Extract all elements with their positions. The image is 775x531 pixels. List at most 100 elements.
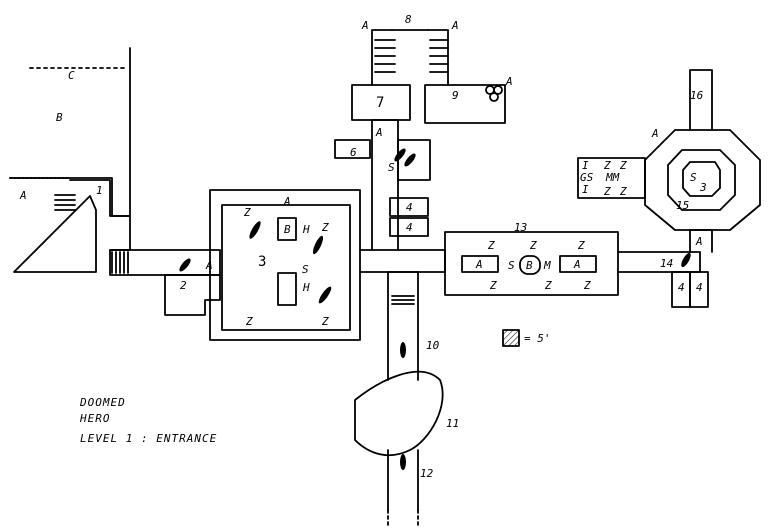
label-room-8: 8 [405, 13, 412, 26]
label-h3b: H [303, 281, 310, 294]
label-room-10: 10 [426, 339, 440, 352]
label-room-1: 1 [96, 184, 103, 197]
pillar-13b [559, 255, 597, 273]
hero-figure-5b [404, 153, 416, 167]
label-a8l: A [362, 19, 369, 32]
label-room-13: 13 [514, 221, 528, 234]
room-13 [444, 231, 619, 296]
stairs-1-2 [111, 251, 129, 274]
label-z13c: Z [578, 239, 585, 252]
room-3-outer [209, 189, 361, 341]
room-9 [424, 84, 506, 124]
label-b3: B [284, 223, 291, 236]
label-s3: S [690, 171, 697, 184]
title-line-2: HERO [80, 412, 111, 425]
stairs-south [391, 295, 415, 305]
hero-figure-3a [249, 221, 261, 239]
label-room-11: 11 [446, 417, 460, 430]
pillar-b [277, 217, 297, 241]
corridor-3-7 [371, 119, 399, 251]
label-room-15: 15 [676, 199, 690, 212]
label-room-14: 14 [660, 257, 674, 270]
label-i2: I [582, 183, 589, 196]
room-7 [351, 84, 411, 121]
corridor-13-14 [617, 251, 701, 273]
room-14-4b [689, 271, 709, 308]
pillar-13a [461, 255, 499, 273]
label-room-7: 7 [376, 95, 385, 111]
label-14-4a: 4 [678, 281, 685, 294]
label-room-3b: 3 [700, 181, 707, 194]
label-a-outside: A [20, 189, 27, 202]
label-b: B [56, 111, 63, 124]
label-z13d: Z [490, 279, 497, 292]
label-room-16: 16 [690, 89, 704, 102]
label-s13: S [508, 259, 515, 272]
label-z3a: Z [244, 206, 251, 219]
corridor-16 [689, 69, 713, 131]
label-i1: I [582, 159, 589, 172]
label-s3b: S [302, 263, 309, 276]
pillar-h [277, 272, 297, 306]
label-14-4b: 4 [696, 281, 703, 294]
corridor-south [387, 271, 419, 381]
label-a7: A [376, 126, 383, 139]
label-z15b: Z [620, 159, 627, 172]
label-z15c: Z [604, 185, 611, 198]
octagon-inner [667, 149, 736, 211]
corridor-15-14 [689, 229, 713, 253]
stair-8-right [427, 29, 449, 86]
scale-legend: = 5' [524, 332, 551, 345]
room-4b [389, 217, 429, 237]
room-gs [577, 157, 646, 199]
label-a13a: A [476, 258, 483, 271]
label-a-entry: A [206, 259, 213, 272]
room-5 [397, 139, 431, 181]
label-room-6: 6 [350, 146, 357, 159]
label-a9: A [506, 75, 513, 88]
hero-figure-3c [318, 286, 332, 304]
corridor-3-13 [359, 249, 446, 273]
label-mm: MM [606, 171, 620, 184]
scale-swatch [502, 329, 520, 347]
title-line-1: DOOMED [80, 396, 126, 409]
label-a-oct: A [652, 127, 659, 140]
ramp [13, 195, 97, 273]
label-z3c: Z [246, 315, 253, 328]
label-z15d: Z [620, 185, 627, 198]
label-a8r: A [452, 19, 459, 32]
corridor-end [387, 509, 419, 526]
hero-figure-5a [394, 148, 406, 162]
hero-figure-12 [400, 454, 406, 470]
label-m13: M [544, 259, 551, 272]
stair-8-hatch [374, 39, 449, 73]
corridor-1-2 [109, 249, 221, 276]
title-line-3: LEVEL 1 : ENTRANCE [80, 432, 218, 445]
hero-figure-2 [179, 258, 191, 272]
label-s5: S [388, 161, 395, 174]
label-c: C [68, 69, 75, 82]
corridor-south-2 [387, 449, 419, 511]
label-z3d: Z [322, 315, 329, 328]
room-3-inner [221, 204, 351, 331]
label-gs: GS [580, 171, 594, 184]
room-4a [389, 197, 429, 217]
label-h3a: H [303, 223, 310, 236]
label-z13e: Z [545, 279, 552, 292]
hero-figure-10 [400, 342, 406, 358]
entry-stairs [54, 194, 76, 211]
label-a3: A [284, 195, 291, 208]
label-room-4b: 4 [406, 221, 413, 234]
label-room-4a: 4 [406, 201, 413, 214]
stair-8-left [371, 29, 393, 86]
label-z13b: Z [530, 239, 537, 252]
label-a14: A [696, 235, 703, 248]
label-room-2: 2 [180, 279, 187, 292]
hero-figure-14 [681, 252, 691, 268]
octagon-room [644, 129, 761, 231]
central-b [519, 255, 541, 275]
label-z3b: Z [322, 221, 329, 234]
label-room-3: 3 [258, 254, 267, 270]
room-2 [164, 274, 221, 316]
label-z15a: Z [604, 159, 611, 172]
